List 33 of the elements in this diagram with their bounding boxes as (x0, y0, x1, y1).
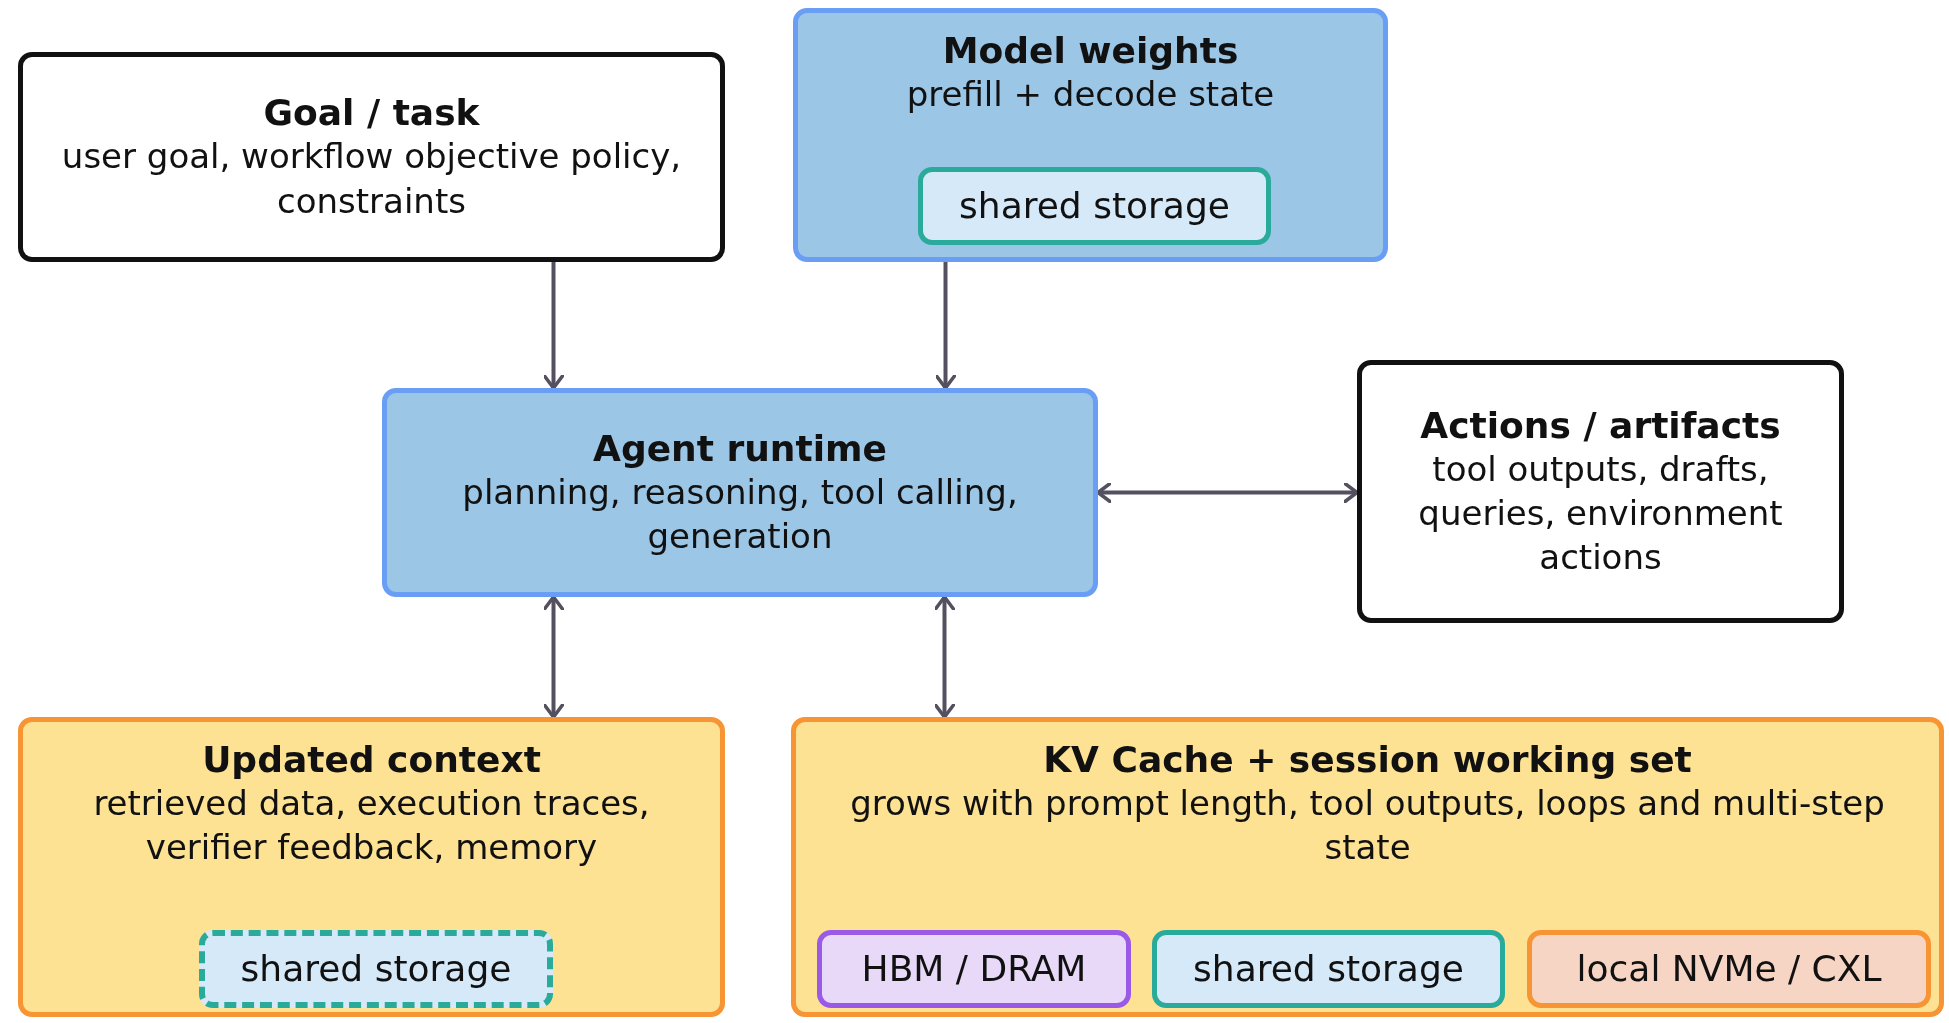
storage-tag (199, 930, 553, 1008)
node-label: local NVMe / CXL (1575, 946, 1883, 991)
node-text: tool outputs, drafts, queries, environment actions (1417, 447, 1784, 580)
process-box (18, 52, 725, 262)
node-text: user goal, workflow objective policy, constraints (60, 135, 683, 223)
storage-tag (918, 167, 1271, 245)
storage-tag (817, 930, 1131, 1008)
storage-tag (1152, 930, 1505, 1008)
group-box (18, 717, 725, 1017)
process-box (1357, 360, 1844, 623)
group-box (791, 717, 1944, 1017)
group-box (793, 8, 1388, 262)
node-title: Updated context (202, 738, 541, 782)
arrow (933, 595, 956, 719)
arrow (934, 262, 957, 390)
node-text: planning, reasoning, tool calling, generation (461, 470, 1019, 559)
node-text: grows with prompt length, tool outputs, loops and multi-step state (849, 782, 1886, 870)
arrow (1096, 481, 1359, 504)
node-title: Actions / artifacts (1420, 403, 1781, 447)
storage-tag (1527, 930, 1931, 1008)
node-text: retrieved data, execution traces, verifier feedback, memory (92, 782, 651, 870)
node-label: shared storage (958, 183, 1231, 228)
node-title: Agent runtime (593, 426, 887, 470)
node-text: prefill + decode state (905, 73, 1276, 117)
node-title: Model weights (942, 29, 1239, 73)
arrow (542, 595, 565, 719)
node-title: KV Cache + session working set (1043, 738, 1692, 782)
node-title: Goal / task (263, 91, 480, 135)
arrow (542, 262, 565, 390)
node-label: HBM / DRAM (860, 946, 1088, 991)
node-label: shared storage (239, 946, 513, 991)
process-box (382, 388, 1098, 597)
node-label: shared storage (1192, 946, 1465, 991)
